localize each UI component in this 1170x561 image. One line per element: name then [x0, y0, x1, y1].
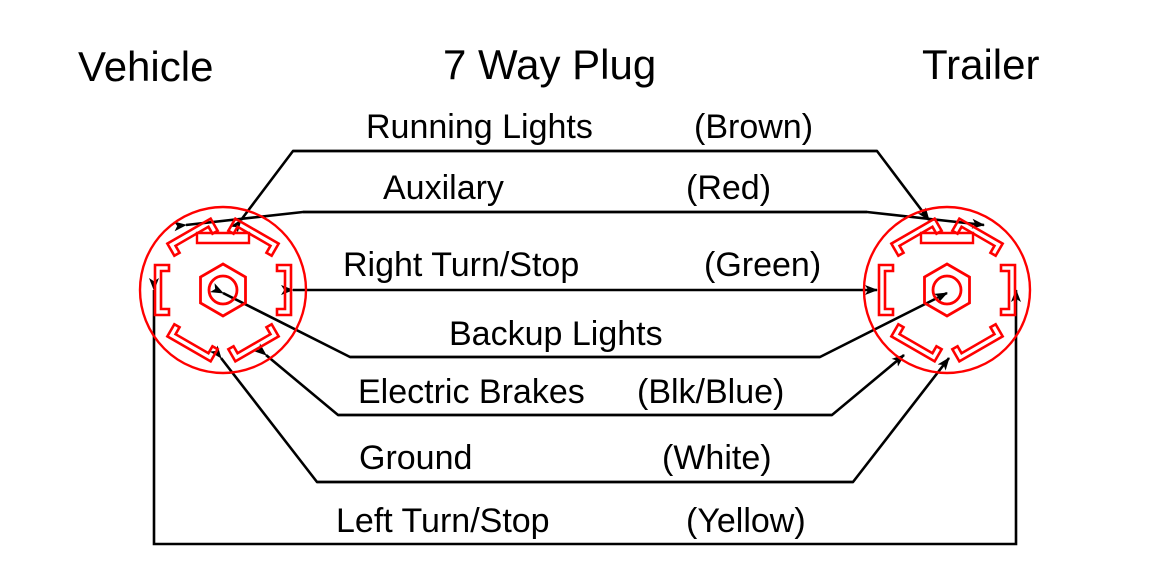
circuit-label-left-turn-stop: Left Turn/Stop	[336, 502, 550, 540]
circuit-label-running-lights: Running Lights	[366, 108, 593, 146]
circuit-label-electric-brakes: Electric Brakes	[358, 373, 585, 411]
vehicle-connector	[138, 205, 308, 375]
circuit-color-left-turn-stop: (Yellow)	[686, 502, 806, 540]
wire-auxilary	[173, 210, 985, 232]
circuit-label-backup-lights: Backup Lights	[449, 315, 663, 353]
wire-running-lights	[229, 149, 931, 233]
wire-left-turn-stop	[149, 278, 1021, 546]
vehicle-heading: Vehicle	[78, 43, 214, 90]
circuit-color-ground: (White)	[662, 439, 772, 477]
circuit-color-electric-brakes: (Blk/Blue)	[637, 373, 785, 411]
circuit-color-right-turn-stop: (Green)	[704, 246, 822, 284]
page-title: 7 Way Plug	[443, 41, 657, 88]
circuit-label-ground: Ground	[359, 439, 473, 477]
circuit-label-right-turn-stop: Right Turn/Stop	[343, 246, 580, 284]
circuit-color-auxilary: (Red)	[686, 169, 772, 207]
circuit-color-running-lights: (Brown)	[694, 108, 814, 146]
trailer-connector	[862, 205, 1032, 375]
wire-ground	[209, 345, 951, 484]
trailer-heading: Trailer	[922, 41, 1040, 88]
circuit-label-auxilary: Auxilary	[383, 169, 504, 207]
